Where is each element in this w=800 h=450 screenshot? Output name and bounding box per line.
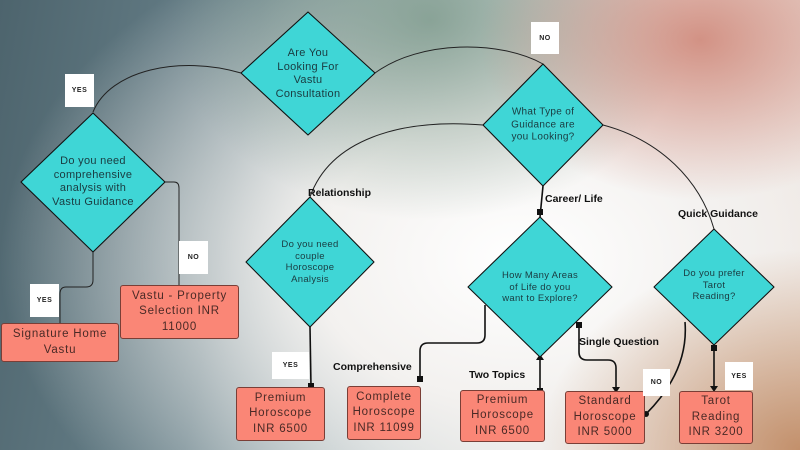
connector-quick-guidance [602, 124, 715, 230]
decision-areas-of-life-text: How Many Areas of Life do you want to Ex… [501, 269, 579, 304]
decision-shapes [20, 11, 775, 358]
decision-areas-of-life[interactable] [467, 216, 613, 358]
edge-label-quick-guidance: Quick Guidance [678, 208, 758, 220]
decision-couple-horoscope-text: Do you need couple Horoscope Analysis [281, 239, 339, 285]
connector-vastu-no [374, 46, 544, 74]
connector-single-question [578, 326, 617, 391]
arrowhead [710, 386, 718, 392]
outcome-premium-horoscope-relationship[interactable]: Premium Horoscope INR 6500 [236, 387, 325, 441]
outcome-standard-horoscope[interactable]: Standard Horoscope INR 5000 [565, 391, 645, 444]
connector-vastu-yes [92, 65, 242, 113]
connector-comprehensive-route [419, 305, 486, 379]
strong-connectors [309, 185, 715, 415]
arrowhead [612, 387, 620, 393]
outcome-vastu-property-selection[interactable]: Vastu - Property Selection INR 11000 [120, 285, 239, 339]
outcome-complete-horoscope[interactable]: Complete Horoscope INR 11099 [347, 386, 421, 440]
tag-yes-comprehensive: YES [30, 284, 59, 317]
edge-label-relationship: Relationship [308, 187, 372, 199]
connectors [59, 46, 715, 323]
connector-relationship [309, 123, 484, 198]
marker [417, 376, 423, 382]
decision-guidance-type[interactable] [482, 63, 604, 187]
outcome-signature-home-vastu[interactable]: Signature Home Vastu [1, 323, 119, 362]
connector-comprehensive-no [165, 181, 180, 285]
decision-couple-horoscope[interactable] [245, 196, 375, 328]
edge-label-single-question: Single Question [579, 336, 659, 348]
marker [576, 322, 582, 328]
tag-no-tarot: NO [643, 369, 670, 396]
decision-comprehensive-vastu-text: Do you need comprehensive analysis with … [52, 155, 134, 208]
connector-comprehensive-yes [59, 252, 94, 323]
tag-no-comprehensive: NO [179, 241, 208, 274]
decision-vastu-consult-text: Are You Looking For Vastu Consultation [275, 47, 341, 100]
marker [537, 209, 543, 215]
decision-vastu-consult[interactable] [240, 11, 376, 136]
decision-comprehensive-vastu[interactable] [20, 112, 166, 253]
connector-couple-yes [309, 326, 312, 388]
tag-yes-couple: YES [272, 352, 309, 379]
decision-tarot-pref-text: Do you prefer Tarot Reading? [683, 267, 745, 302]
tag-yes-tarot: YES [725, 362, 753, 390]
outcome-premium-horoscope-two-topics[interactable]: Premium Horoscope INR 6500 [460, 390, 545, 442]
connector-tarot-no [645, 321, 687, 415]
tag-yes-vastu: YES [65, 74, 94, 107]
edge-label-comprehensive: Comprehensive [333, 361, 412, 373]
decision-guidance-type-text: What Type of Guidance are you Looking? [511, 106, 575, 143]
tag-no-vastu: NO [531, 22, 559, 54]
decision-tarot-pref[interactable] [653, 228, 775, 346]
edge-label-two-topics: Two Topics [469, 369, 526, 381]
outcome-tarot-reading[interactable]: Tarot Reading INR 3200 [679, 391, 753, 444]
edge-label-career-life: Career/ Life [545, 193, 603, 205]
marker [308, 383, 314, 389]
marker [711, 345, 717, 351]
